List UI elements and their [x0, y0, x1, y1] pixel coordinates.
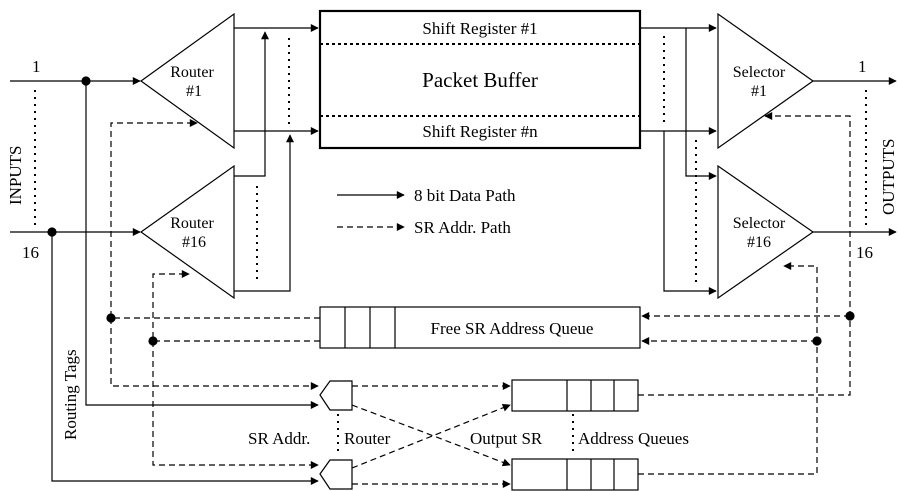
- router1-label-line2: #1: [186, 83, 202, 100]
- selector1-release-junction: [845, 311, 855, 321]
- sr-addr-paths: [110, 112, 851, 488]
- output-sr-queue-top: [511, 379, 639, 412]
- router16-to-sr1: [234, 31, 269, 177]
- crossover-bottom-to-top: [351, 403, 511, 469]
- router-1: [139, 12, 235, 150]
- selector16-label-line1: Selector: [733, 215, 786, 232]
- sr-addr-router-bottom: [319, 459, 353, 490]
- routing-tags-label: Routing Tags: [61, 349, 80, 440]
- selector-1: [717, 12, 815, 150]
- free-sr-queue-box: [319, 306, 641, 349]
- output-sr-queues-label-a: Output SR: [470, 429, 543, 448]
- router-16: [139, 164, 235, 300]
- queue-top-to-selector1: [638, 112, 851, 396]
- free-queue-to-router16: [152, 270, 320, 342]
- sr-router-label: Router: [344, 429, 391, 448]
- selector-16: [717, 164, 815, 300]
- free-queue-junction-left-bottom: [148, 336, 158, 346]
- routing-tag-line-16: [51, 232, 319, 485]
- router16-label-line1: Router: [170, 215, 214, 232]
- selector1-label-line2: #1: [751, 83, 767, 100]
- sr1-to-selector16: [685, 28, 717, 180]
- output-16-label: 16: [856, 243, 873, 262]
- sr-addr-label: SR Addr.: [248, 429, 310, 448]
- input-1-label: 1: [32, 57, 41, 76]
- output-sr-queue-bottom: [511, 458, 639, 491]
- output-sr-queues-label-b: Address Queues: [578, 429, 689, 448]
- sr-addr-router-top: [319, 380, 353, 411]
- packet-buffer-box: [318, 9, 642, 150]
- legend-sr-addr-path-label: SR Addr. Path: [414, 218, 511, 237]
- routing-tag-line-1: [85, 81, 319, 409]
- output-1-label: 1: [858, 57, 867, 76]
- legend-data-path-label: 8 bit Data Path: [414, 186, 516, 205]
- free-queue-junction-left-top: [106, 313, 116, 323]
- router16-to-srn: [234, 134, 294, 292]
- crossover-top-to-bottom: [351, 404, 511, 467]
- shift-register-n-label: Shift Register #n: [422, 122, 538, 141]
- router1-label-line1: Router: [170, 64, 214, 81]
- free-queue-to-sr-router-bottom: [152, 341, 319, 469]
- free-queue-to-sr-router-top: [110, 318, 319, 390]
- srn-to-selector16: [663, 131, 717, 295]
- outputs-label: OUTPUTS: [879, 138, 898, 215]
- packet-buffer-label: Packet Buffer: [422, 68, 538, 92]
- input-16-label: 16: [22, 243, 39, 262]
- queue-bottom-to-selector16: [638, 262, 818, 475]
- selector16-label-line2: #16: [747, 234, 771, 251]
- shift-register-1-label: Shift Register #1: [422, 19, 537, 38]
- router16-label-line2: #16: [182, 234, 206, 251]
- free-sr-queue-label: Free SR Address Queue: [431, 319, 594, 338]
- selector16-release-junction: [812, 336, 822, 346]
- selector1-label-line1: Selector: [733, 64, 786, 81]
- free-queue-to-router1: [110, 119, 320, 319]
- inputs-label: INPUTS: [6, 145, 25, 205]
